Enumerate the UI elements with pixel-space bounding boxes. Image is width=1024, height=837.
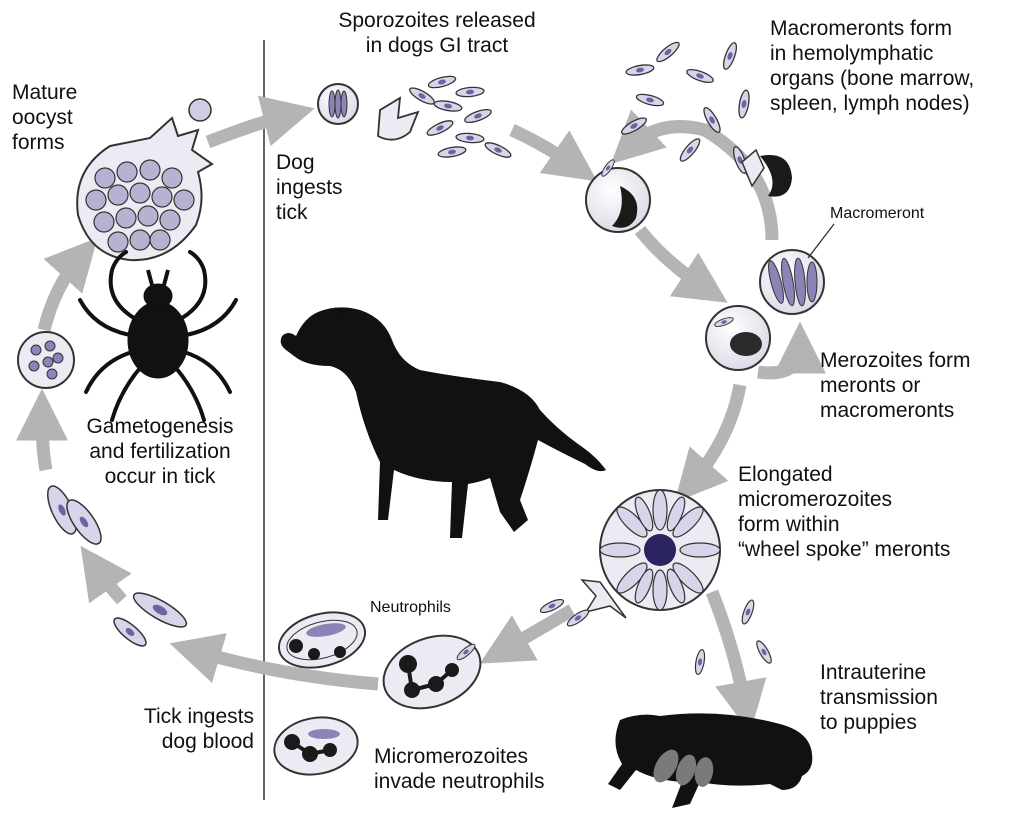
macromeront-merozoites xyxy=(620,40,792,197)
infected-host-cell xyxy=(586,158,650,232)
label-merozoites-form: Merozoites form meronts or macromeronts xyxy=(820,348,971,423)
neutrophil-2 xyxy=(373,623,490,721)
neutrophil-3 xyxy=(270,711,362,781)
zygote-cell xyxy=(18,332,74,388)
arrow-gamonts-to-zygote xyxy=(42,412,46,470)
arrow-merozoite-to-wheel xyxy=(690,385,740,485)
label-gametogenesis: Gametogenesis and fertilization occur in… xyxy=(70,414,250,489)
label-sporozoites-released: Sporozoites released in dogs GI tract xyxy=(316,8,558,58)
mature-oocyst xyxy=(77,118,212,260)
label-dog-ingests-tick: Dog ingests tick xyxy=(276,150,343,225)
label-macromeronts-form: Macromeronts form in hemolymphatic organ… xyxy=(770,16,974,116)
arrow-tick-gamonts xyxy=(94,565,122,600)
macromeront-cell xyxy=(760,250,824,314)
puppies-silhouette xyxy=(608,713,812,808)
sporozoites xyxy=(408,74,513,160)
label-neutrophils: Neutrophils xyxy=(370,598,451,617)
arrow-cell-to-merozoite xyxy=(640,230,708,290)
macromeront-pointer xyxy=(808,224,834,258)
arrow-zygote-to-oocyst xyxy=(44,255,82,330)
label-intrauterine: Intrauterine transmission to puppies xyxy=(820,660,938,735)
label-elongated-micromerozoites: Elongated micromerozoites form within “w… xyxy=(738,462,950,562)
merozoite-cell xyxy=(706,306,770,370)
gamonts xyxy=(42,482,107,549)
arrow-wheel-to-puppies xyxy=(712,592,746,710)
arrow-sporozoites-to-cell xyxy=(512,130,578,168)
arrow-oocyst-to-dog xyxy=(208,114,292,142)
wheel-spoke-meront xyxy=(582,490,720,618)
dog-silhouette xyxy=(281,307,606,538)
neutrophil-1 xyxy=(273,603,371,676)
label-micromerozoites-invade: Micromerozoites invade neutrophils xyxy=(374,744,544,794)
small-oocyst xyxy=(189,99,211,121)
sporozoite-cyst xyxy=(318,84,418,140)
tick-silhouette xyxy=(80,252,236,420)
label-macromeront: Macromeront xyxy=(830,204,924,223)
label-mature-oocyst: Mature oocyst forms xyxy=(12,80,77,155)
label-tick-ingests-blood: Tick ingests dog blood xyxy=(120,704,254,754)
arrow-wheel-to-neutrophils xyxy=(500,610,572,652)
